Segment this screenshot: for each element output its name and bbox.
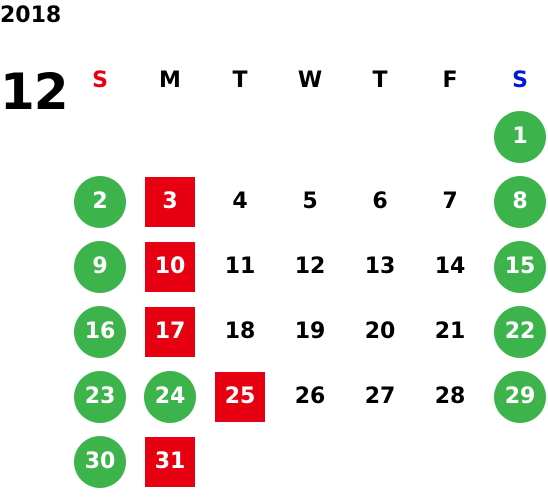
calendar-day-cell: 1 <box>485 104 548 169</box>
day-closed-marker[interactable]: 17 <box>145 306 195 357</box>
calendar-day-cell: 30 <box>65 429 135 494</box>
calendar-empty-cell <box>345 429 415 494</box>
day-number[interactable]: 5 <box>302 189 318 214</box>
day-number[interactable]: 12 <box>294 254 326 279</box>
day-holiday-marker[interactable]: 30 <box>74 435 126 488</box>
calendar-empty-cell <box>415 429 485 494</box>
day-holiday-marker[interactable]: 29 <box>494 370 546 423</box>
calendar-day-cell: 24 <box>135 364 205 429</box>
day-number[interactable]: 26 <box>294 384 326 409</box>
calendar-day-cell: 27 <box>345 364 415 429</box>
calendar-day-cell: 3 <box>135 169 205 234</box>
day-holiday-marker[interactable]: 2 <box>74 175 126 228</box>
calendar-empty-cell <box>345 104 415 169</box>
calendar-empty-cell <box>275 104 345 169</box>
weekday-header: W <box>297 67 323 93</box>
day-holiday-marker[interactable]: 1 <box>494 110 546 163</box>
calendar-day-cell: 29 <box>485 364 548 429</box>
calendar-empty-cell <box>415 104 485 169</box>
calendar-day-cell: 11 <box>205 234 275 299</box>
day-closed-marker[interactable]: 3 <box>145 176 195 227</box>
calendar-empty-cell <box>485 429 548 494</box>
calendar-empty-cell <box>205 104 275 169</box>
day-holiday-marker[interactable]: 9 <box>74 240 126 293</box>
day-holiday-marker[interactable]: 8 <box>494 175 546 228</box>
day-number[interactable]: 14 <box>434 254 466 279</box>
calendar-empty-cell <box>275 429 345 494</box>
day-number[interactable]: 20 <box>364 319 396 344</box>
calendar-day-cell: 20 <box>345 299 415 364</box>
calendar-day-cell: 10 <box>135 234 205 299</box>
calendar-day-cell: 23 <box>65 364 135 429</box>
day-number[interactable]: 4 <box>232 189 248 214</box>
day-closed-marker[interactable]: 10 <box>145 241 195 292</box>
day-number[interactable]: 13 <box>364 254 396 279</box>
day-holiday-marker[interactable]: 24 <box>144 370 196 423</box>
weekday-header: S <box>92 67 108 93</box>
weekday-header: T <box>372 67 388 93</box>
day-holiday-marker[interactable]: 22 <box>494 305 546 358</box>
day-holiday-marker[interactable]: 15 <box>494 240 546 293</box>
weekday-header: M <box>159 67 181 93</box>
day-number[interactable]: 21 <box>434 319 466 344</box>
calendar-day-cell: 31 <box>135 429 205 494</box>
day-number[interactable]: 7 <box>442 189 458 214</box>
calendar-day-cell: 15 <box>485 234 548 299</box>
calendar-day-cell: 6 <box>345 169 415 234</box>
calendar-day-cell: 8 <box>485 169 548 234</box>
day-number[interactable]: 6 <box>372 189 388 214</box>
calendar-day-cell: 13 <box>345 234 415 299</box>
weekday-header: S <box>512 67 528 93</box>
calendar-empty-cell <box>65 104 135 169</box>
calendar-day-cell: 16 <box>65 299 135 364</box>
day-holiday-marker[interactable]: 23 <box>74 370 126 423</box>
month-number: 12 <box>0 63 69 121</box>
day-number[interactable]: 27 <box>364 384 396 409</box>
calendar-empty-cell <box>135 104 205 169</box>
day-closed-marker[interactable]: 25 <box>215 371 265 422</box>
calendar-day-cell: 25 <box>205 364 275 429</box>
calendar-day-cell: 17 <box>135 299 205 364</box>
day-number[interactable]: 19 <box>294 319 326 344</box>
calendar-day-cell: 26 <box>275 364 345 429</box>
calendar-day-cell: 14 <box>415 234 485 299</box>
calendar-empty-cell <box>205 429 275 494</box>
year-label: 2018 <box>0 3 62 28</box>
calendar-day-cell: 19 <box>275 299 345 364</box>
weekday-header: F <box>442 67 458 93</box>
day-number[interactable]: 28 <box>434 384 466 409</box>
calendar-day-cell: 7 <box>415 169 485 234</box>
calendar-day-cell: 4 <box>205 169 275 234</box>
day-closed-marker[interactable]: 31 <box>145 436 195 487</box>
calendar-day-cell: 18 <box>205 299 275 364</box>
calendar-day-cell: 9 <box>65 234 135 299</box>
calendar-day-cell: 21 <box>415 299 485 364</box>
calendar-day-cell: 28 <box>415 364 485 429</box>
weekday-header: T <box>232 67 248 93</box>
day-holiday-marker[interactable]: 16 <box>74 305 126 358</box>
day-number[interactable]: 11 <box>224 254 256 279</box>
calendar-day-cell: 12 <box>275 234 345 299</box>
calendar-day-cell: 5 <box>275 169 345 234</box>
calendar-day-cell: 2 <box>65 169 135 234</box>
day-number[interactable]: 18 <box>224 319 256 344</box>
calendar-day-cell: 22 <box>485 299 548 364</box>
